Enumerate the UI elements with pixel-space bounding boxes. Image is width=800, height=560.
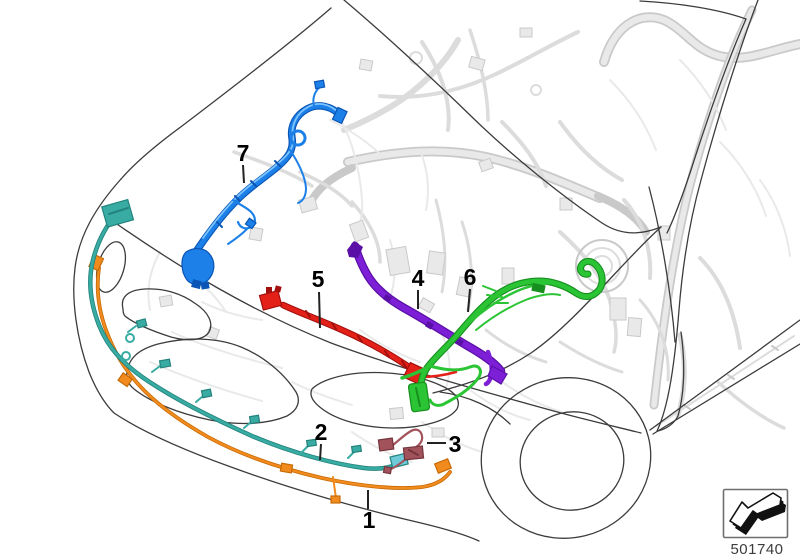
- callout-7-leader: [242, 164, 245, 184]
- wheel-arch: [480, 377, 652, 539]
- harness-2-teal-front-panel: [88, 198, 409, 471]
- headlight-outline: [121, 288, 212, 341]
- harness-4-violet: [347, 241, 508, 387]
- callout-5-leader: [318, 291, 321, 329]
- footer: 501740: [722, 488, 789, 558]
- roof-edge-line: [639, 0, 747, 20]
- direction-arrow-icon: [729, 492, 786, 535]
- door-bottom-corner: [657, 331, 685, 432]
- windshield-base-line: [343, 0, 662, 234]
- car-body-outline: [73, 0, 800, 542]
- tire: [519, 411, 625, 511]
- callout-5-label: 5: [312, 266, 325, 292]
- ghost-connectors: [158, 27, 671, 438]
- sill-line-lower: [652, 343, 800, 435]
- callout-3-label: 3: [449, 431, 462, 457]
- hood-edge-line: [120, 7, 332, 180]
- door-seam-line: [648, 186, 676, 343]
- callout-layer: 1 2 3 4 5 6 7: [237, 140, 477, 533]
- harness-1-orange-bumper: [88, 253, 453, 504]
- harness-6-green: [400, 257, 606, 413]
- kidney-grille-right: [310, 371, 459, 429]
- hood-shut-line: [432, 226, 662, 394]
- kidney-grille-left: [126, 338, 299, 425]
- callout-4-label: 4: [412, 265, 425, 291]
- front-bumper-outline: [73, 178, 480, 542]
- harness-7-blue-hood: [181, 79, 348, 290]
- callout-6-label: 6: [464, 264, 477, 290]
- callout-2-leader: [319, 443, 322, 461]
- callout-7-label: 7: [237, 140, 250, 166]
- harness-3-maroon: [377, 428, 425, 475]
- fender-arch-line: [439, 391, 511, 425]
- callout-2-label: 2: [315, 419, 328, 445]
- door-front-line: [656, 0, 759, 432]
- ghost-harness-background: [147, 5, 800, 463]
- part-number: 501740: [730, 541, 783, 558]
- a-pillar-line: [666, 18, 747, 234]
- sill-line-upper: [649, 319, 800, 431]
- callout-6-leader: [467, 288, 471, 313]
- callout-1-label: 1: [363, 507, 376, 533]
